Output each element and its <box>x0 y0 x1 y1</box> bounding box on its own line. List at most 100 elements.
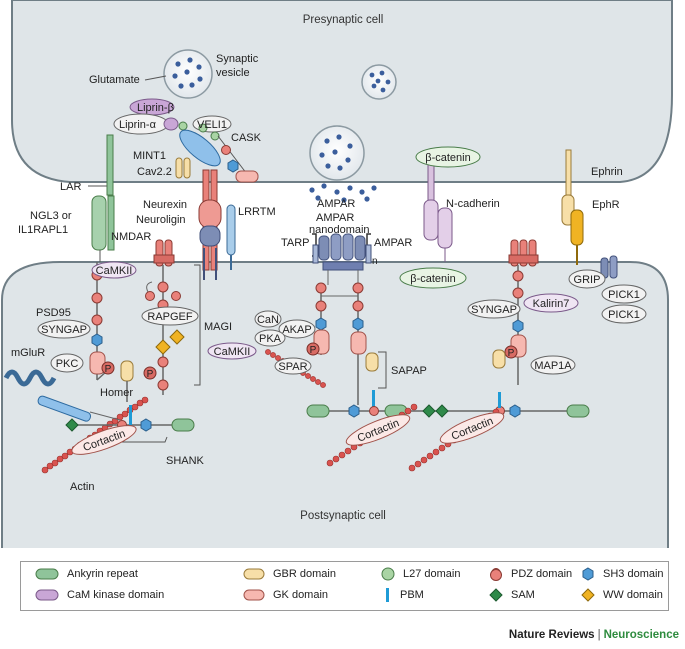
syngap-label: SYNGAP <box>41 324 87 336</box>
ampar-nanodomain-label: AMPAR <box>316 212 354 224</box>
legend-item-ankyrin: Ankyrin repeat <box>35 568 138 580</box>
magi-chain: P <box>143 264 201 395</box>
sapap-label: SAPAP <box>391 365 427 377</box>
shank-left <box>65 405 195 443</box>
ampar-central <box>312 233 372 285</box>
akap-label: AKAP <box>282 324 311 336</box>
synaptic-vesicle-fusing <box>309 125 365 181</box>
rapgef-label: RAPGEF <box>147 311 193 323</box>
synaptic-vesicle-left <box>163 49 213 99</box>
glutamate-label: Glutamate <box>89 74 140 86</box>
mint1-label: MINT1 <box>133 150 166 162</box>
journal-name: Nature Reviews <box>508 629 595 641</box>
phospho-label: P <box>105 364 112 375</box>
presynaptic-membrane <box>11 0 673 183</box>
pkc-label: PKC <box>56 358 79 370</box>
svg-text:vesicle: vesicle <box>216 67 250 79</box>
ankyrin-repeat-icon <box>35 568 59 580</box>
shank-label: SHANK <box>166 455 205 467</box>
pick1-label-2: PICK1 <box>608 309 640 321</box>
pdz-domain-icon <box>490 568 502 581</box>
legend-item-sh3: SH3 domain <box>581 567 664 581</box>
sam-icon <box>489 588 503 602</box>
presynaptic-cell-label: Presynaptic cell <box>303 14 384 26</box>
synaptic-vesicle-center <box>361 64 397 100</box>
legend-item-sam: SAM <box>489 588 535 602</box>
cask-label: CASK <box>231 132 262 144</box>
n-cadherin <box>423 161 453 262</box>
l27-domain-icon <box>381 567 395 581</box>
neuroligin-label: Neuroligin <box>136 214 186 226</box>
lar-ngl3-complex <box>88 134 115 262</box>
cam-kinase-domain-icon <box>35 589 59 601</box>
tarp-label: TARP <box>281 237 310 249</box>
legend: Ankyrin repeat GBR domain L27 domain PDZ… <box>20 561 669 611</box>
camkii-label: CaMKII <box>96 265 133 277</box>
n-cadherin-label: N-cadherin <box>446 198 500 210</box>
journal-credit: Nature Reviews|Neuroscience <box>509 629 679 641</box>
actin-label: Actin <box>70 481 94 493</box>
legend-item-pdz: PDZ domain <box>489 567 572 581</box>
liprin-beta-label: Liprin-β <box>137 102 174 114</box>
nmdar-label: NMDAR <box>111 231 151 243</box>
phospho-label: P <box>147 369 154 380</box>
svg-text:nanodomain: nanodomain <box>309 224 370 236</box>
ephrin-ephr <box>561 149 584 265</box>
legend-item-pbm: PBM <box>384 588 424 602</box>
pick1-complex <box>600 255 618 279</box>
phospho-label: P <box>310 345 317 356</box>
camkii-label-2: CaMKII <box>214 346 251 358</box>
ampar-n-label: n <box>372 256 378 267</box>
map1a-label: MAP1A <box>534 360 572 372</box>
postsynaptic-membrane <box>1 261 669 548</box>
released-glutamate <box>309 183 377 203</box>
can-label: CaN <box>257 314 279 326</box>
labels: Glutamate Synaptic vesicle Liprin-β Lipr… <box>11 53 647 493</box>
legend-item-l27: L27 domain <box>381 567 461 581</box>
lrrtm-label: LRRTM <box>238 206 276 218</box>
mglur-homer <box>3 369 121 422</box>
svg-text:IL1RAPL1: IL1RAPL1 <box>18 224 68 236</box>
postsynaptic-cell-label: Postsynaptic cell <box>300 510 386 522</box>
psd95-chain-central-left: P <box>306 282 358 356</box>
legend-item-ww: WW domain <box>581 588 663 602</box>
presynaptic-scaffold <box>113 98 259 183</box>
neurexin-label: Neurexin <box>143 199 187 211</box>
veli1-label: VELI1 <box>197 119 227 131</box>
psd95-chain-central-right <box>350 282 387 408</box>
ephrin-label: Ephrin <box>591 166 623 178</box>
lar-label: LAR <box>60 181 81 193</box>
sh3-domain-icon <box>582 567 594 581</box>
ampar-label: AMPAR <box>317 198 355 210</box>
legend-item-cam-kinase: CaM kinase domain <box>35 589 164 601</box>
gbr-domain-icon <box>243 568 265 580</box>
psd95-label: PSD95 <box>36 307 71 319</box>
nmdar <box>153 239 175 267</box>
psd95-chain: P <box>89 262 134 402</box>
phospho-label: P <box>508 348 515 359</box>
syngap-label-2: SYNGAP <box>471 304 517 316</box>
legend-item-gbr: GBR domain <box>243 568 336 580</box>
liprin-alpha-label: Liprin-α <box>119 119 157 131</box>
magi-label: MAGI <box>204 321 232 333</box>
neurexin-neuroligin-complex <box>198 169 236 280</box>
ww-domain-icon <box>581 588 595 602</box>
kalirin7-label: Kalirin7 <box>533 298 570 310</box>
beta-catenin-label: β-catenin <box>425 152 470 164</box>
credit-separator: | <box>597 629 601 641</box>
mglur-label: mGluR <box>11 347 45 359</box>
pka-label: PKA <box>259 333 282 345</box>
journal-section: Neuroscience <box>603 629 679 641</box>
pick1-label: PICK1 <box>608 289 640 301</box>
grip-label: GRIP <box>574 274 601 286</box>
ephr-label: EphR <box>592 199 620 211</box>
gk-domain-icon <box>243 589 265 601</box>
ampar-label-2: AMPAR <box>374 237 412 249</box>
beta-catenin-label-2: β-catenin <box>410 273 455 285</box>
synaptic-vesicle-label: Synaptic <box>216 53 259 65</box>
pbm-icon <box>386 588 389 602</box>
ngl3-label: NGL3 or <box>30 210 72 222</box>
legend-item-gk: GK domain <box>243 589 328 601</box>
spar-label: SPAR <box>278 361 307 373</box>
